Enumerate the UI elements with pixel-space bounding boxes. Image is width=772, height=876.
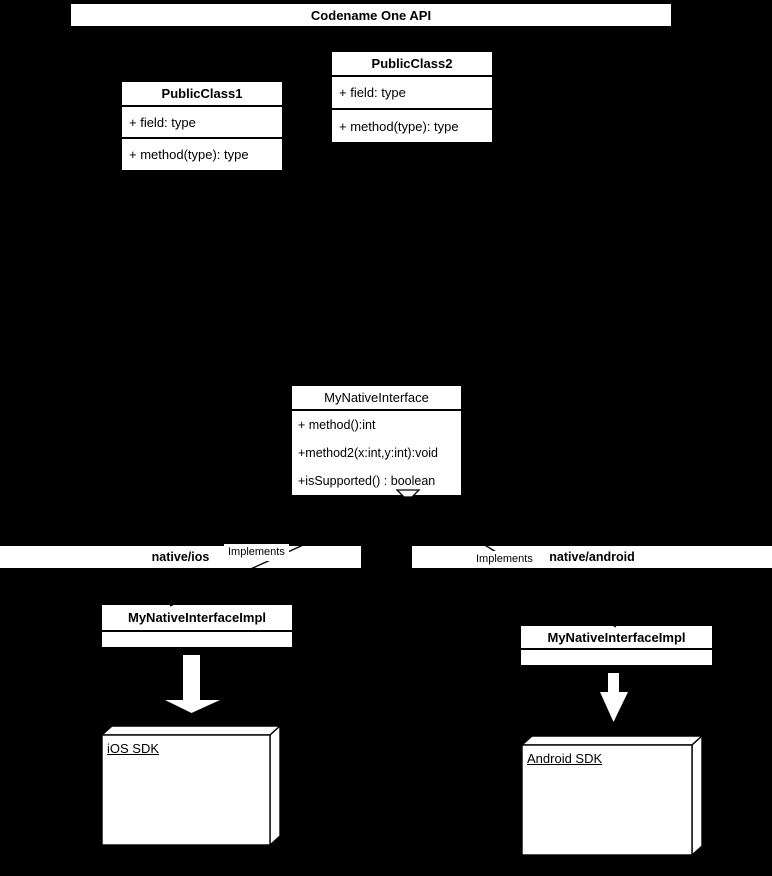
- class-method-row: + method(type): type: [332, 108, 492, 142]
- impl-class-title: MyNativeInterfaceImpl: [128, 610, 266, 625]
- implements-label-android: Implements: [472, 551, 537, 568]
- impl-empty-compartment: [521, 648, 712, 665]
- cube-top-face: [100, 725, 282, 736]
- interface-title: MyNativeInterface: [324, 390, 429, 405]
- interface-method-row: + method():int: [298, 418, 376, 432]
- impl-class-title: MyNativeInterfaceImpl: [547, 629, 686, 645]
- interface-method-row: +isSupported() : boolean: [298, 474, 436, 488]
- api-banner-label: Codename One API: [310, 7, 432, 23]
- class-method-row: + method(type): type: [122, 137, 282, 170]
- impl-class-box-ios: MyNativeInterfaceImpl: [102, 605, 292, 647]
- class-box-publicclass1: PublicClass1 + field: type + method(type…: [122, 82, 282, 170]
- package-name-android: native/android: [549, 550, 635, 564]
- class-title: PublicClass1: [161, 86, 243, 101]
- down-arrow-icon-android: [600, 673, 628, 722]
- implements-label-ios: Implements: [224, 544, 289, 561]
- class-field-row: + field: type: [122, 105, 282, 137]
- interface-methods-compartment: + method():int +method2(x:int,y:int):voi…: [292, 409, 461, 495]
- package-name-ios: native/ios: [151, 550, 210, 564]
- class-field-row: + field: type: [332, 75, 492, 108]
- interface-box: MyNativeInterface + method():int +method…: [292, 386, 461, 495]
- sdk-label-android: Android SDK: [527, 751, 603, 766]
- sdk-label-ios: iOS SDK: [107, 741, 160, 756]
- package-banner-ios: native/ios: [0, 546, 361, 568]
- cube-side-face: [691, 734, 703, 857]
- impl-empty-compartment: [102, 630, 292, 647]
- cube-top-face: [520, 735, 704, 746]
- impl-class-box-android: MyNativeInterfaceImpl: [521, 626, 712, 665]
- class-title: PublicClass2: [371, 56, 453, 71]
- api-banner: Codename One API: [71, 4, 671, 26]
- interface-method-row: +method2(x:int,y:int):void: [298, 446, 438, 460]
- package-banner-android: native/android: [412, 546, 772, 568]
- cube-side-face: [269, 724, 281, 847]
- class-box-publicclass2: PublicClass2 + field: type + method(type…: [332, 52, 492, 142]
- down-arrow-icon-ios: [165, 655, 220, 713]
